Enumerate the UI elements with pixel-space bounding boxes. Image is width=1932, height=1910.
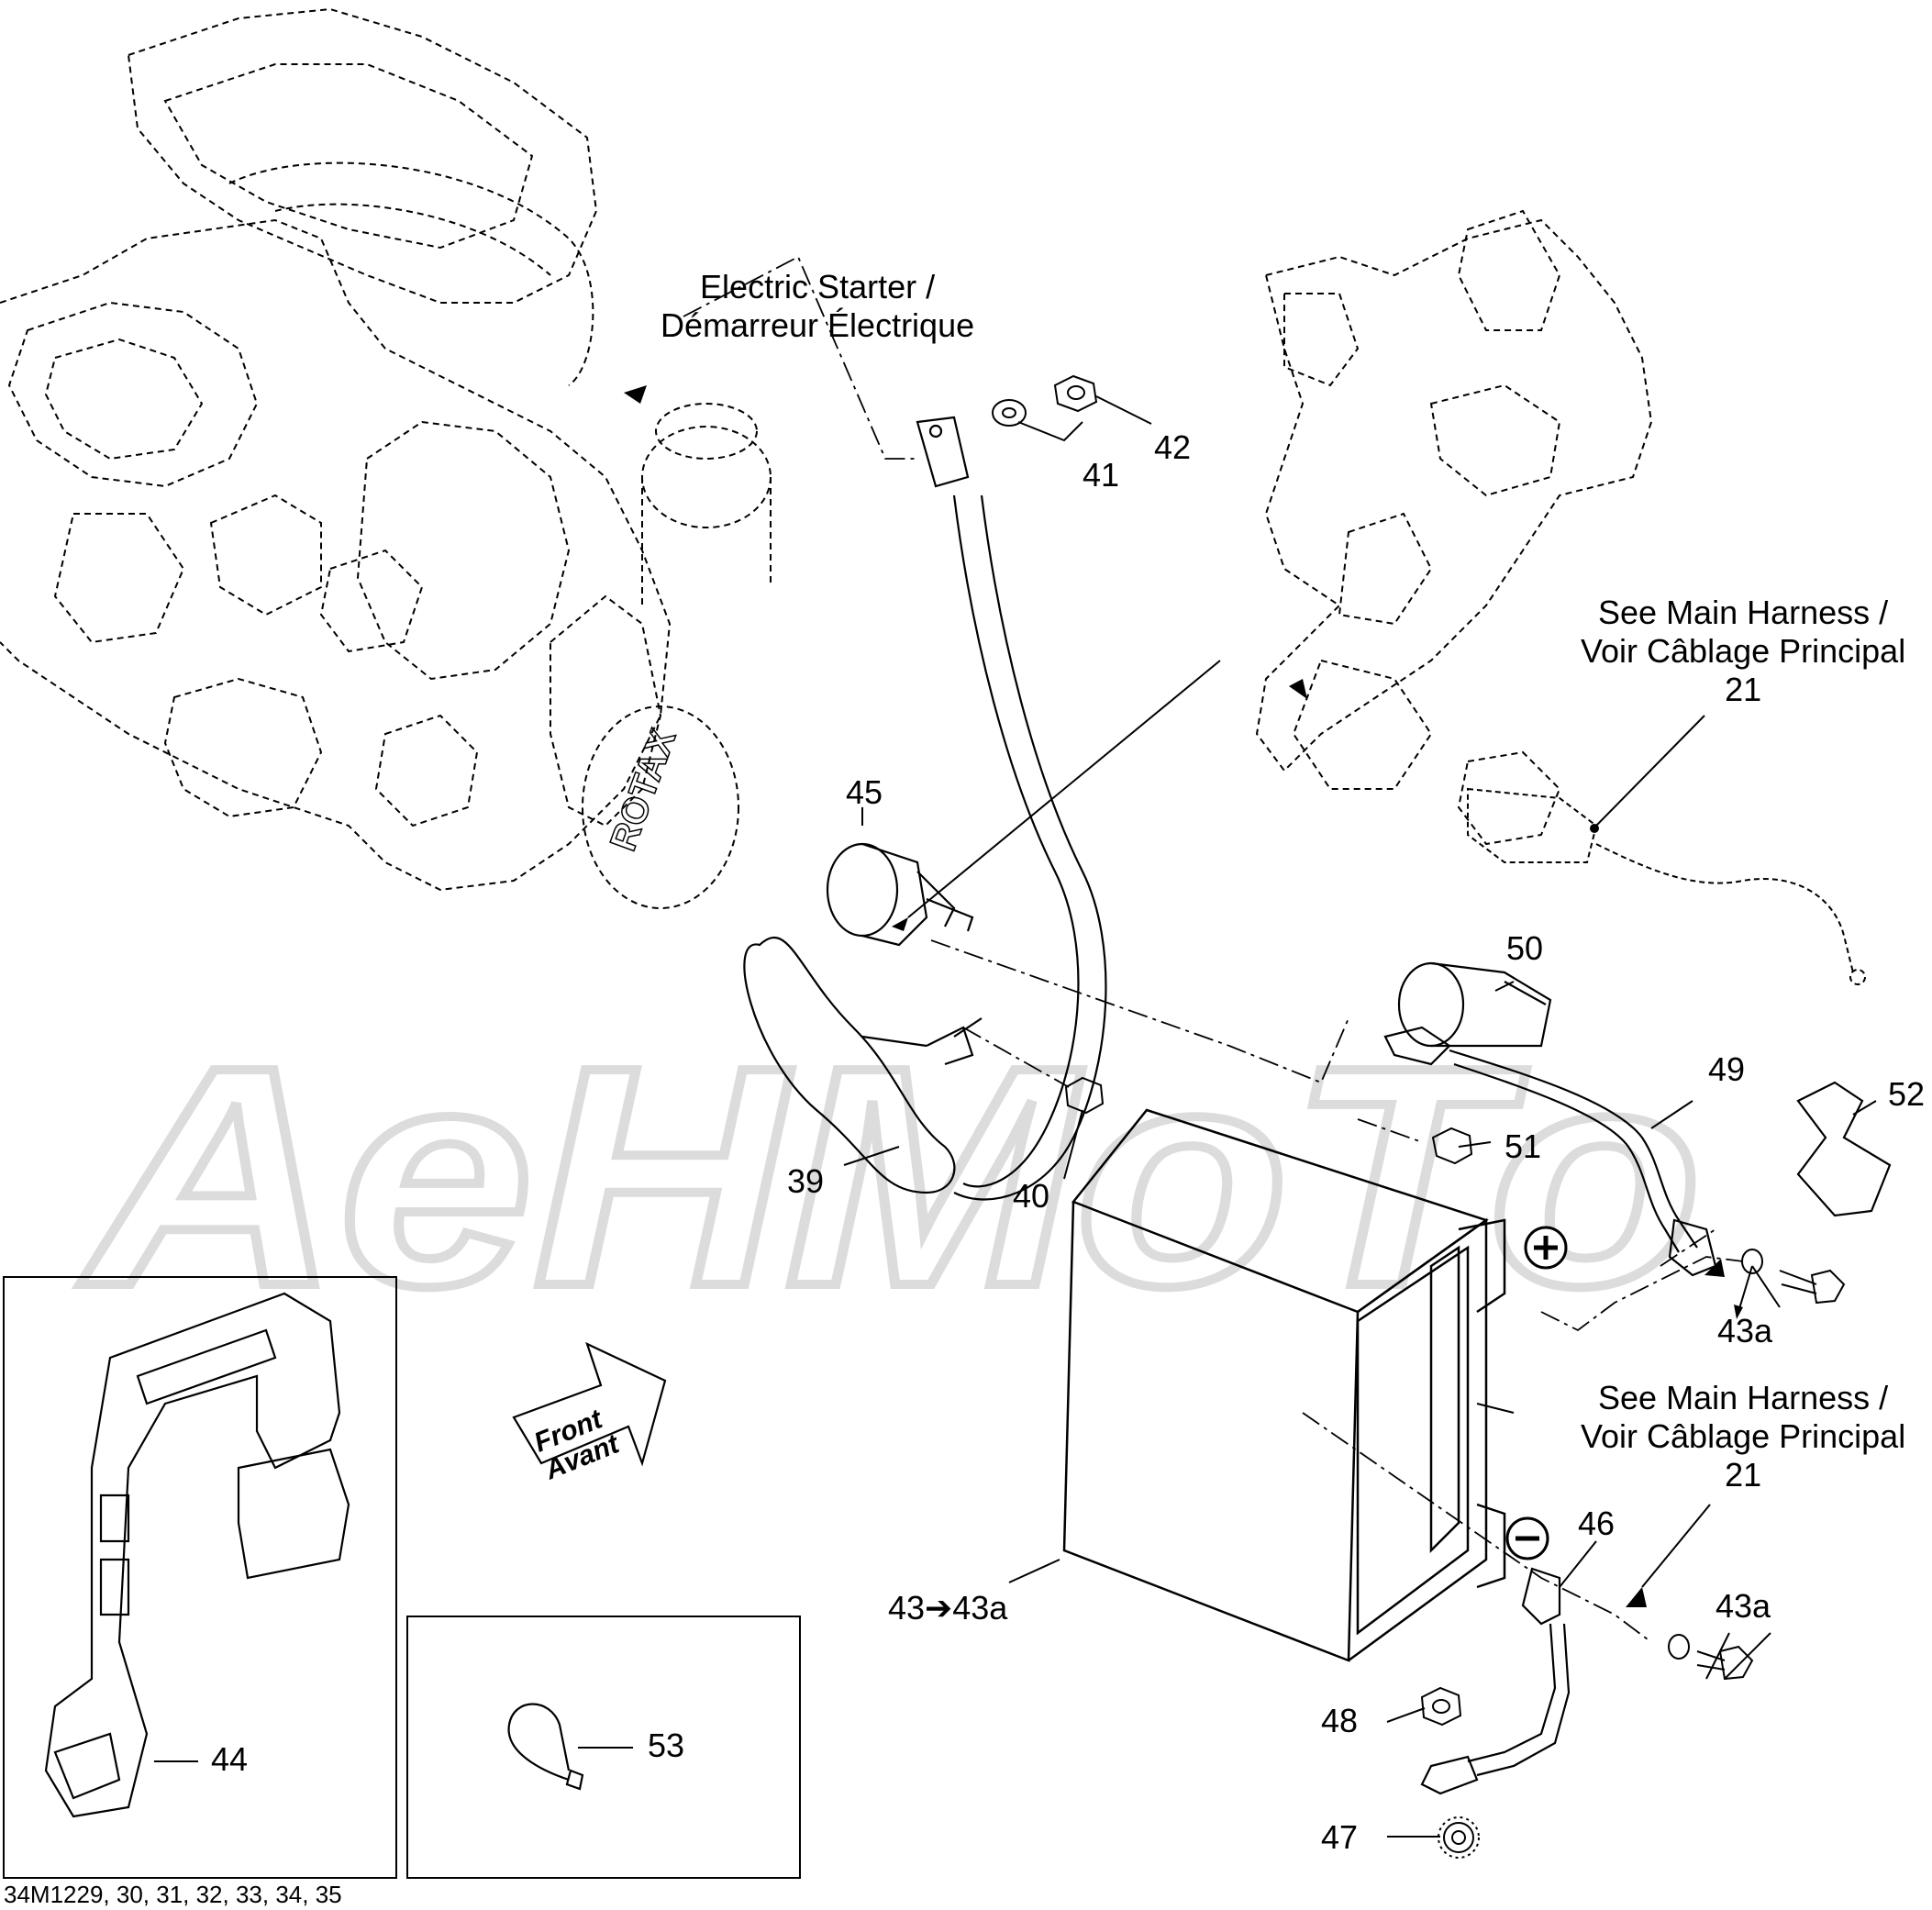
callout-41: 41 <box>1083 456 1120 494</box>
main-harness-note-bottom-line1: See Main Harness / <box>1598 1379 1889 1416</box>
cable-39 <box>743 937 983 1194</box>
callout-51: 51 <box>1505 1127 1542 1165</box>
callout-49: 49 <box>1708 1050 1746 1088</box>
callout-47: 47 <box>1321 1818 1359 1856</box>
strap-inset-frame <box>3 1276 397 1879</box>
watermark: AeHMoTo <box>72 998 1706 1356</box>
negative-terminal-symbol <box>1505 1516 1549 1560</box>
drawing-reference: 34M1229, 30, 31, 32, 33, 34, 35 <box>4 1881 342 1908</box>
harness-top-dot <box>1590 824 1599 833</box>
callout-43a-bottom: 43a <box>1715 1587 1771 1625</box>
main-harness-note-bottom-ref: 21 <box>1725 1456 1762 1494</box>
callout-40: 40 <box>1013 1177 1050 1215</box>
washer-41 <box>992 399 1027 427</box>
clamp-inset-frame <box>406 1616 801 1879</box>
washer-screw-43a-top <box>1741 1249 1846 1305</box>
main-harness-note-top-line1: See Main Harness / <box>1598 594 1889 631</box>
nut-40 <box>1064 1076 1105 1115</box>
main-harness-connector-top <box>1467 787 1866 985</box>
boot-52 <box>1796 1081 1892 1217</box>
electric-starter-note: Electric Starter / Démarreur Électrique <box>661 268 974 345</box>
battery-support-bracket <box>1255 209 1653 846</box>
battery-strap-44 <box>44 1292 350 1818</box>
electric-starter-note-line2: Démarreur Électrique <box>661 306 975 344</box>
positive-terminal-symbol <box>1524 1226 1568 1270</box>
battery-43 <box>1062 1108 1506 1662</box>
svg-text:ROTAX: ROTAX <box>603 724 683 856</box>
starter-cable <box>916 416 1107 1201</box>
callout-52: 52 <box>1888 1075 1926 1113</box>
callout-45: 45 <box>846 773 883 811</box>
callout-42: 42 <box>1154 428 1192 466</box>
callout-39: 39 <box>787 1162 825 1200</box>
alignment-lines <box>683 255 1744 1643</box>
callout-44: 44 <box>211 1740 249 1778</box>
callout-46: 46 <box>1578 1505 1616 1542</box>
electric-starter-note-line1: Electric Starter / <box>700 268 936 305</box>
arrowheads <box>624 385 1743 1607</box>
cable-46 <box>1420 1567 1571 1795</box>
washer-screw-43a-bottom <box>1668 1634 1754 1681</box>
callout-48: 48 <box>1321 1702 1359 1739</box>
main-harness-note-top-line2: Voir Câblage Principal <box>1581 632 1906 670</box>
boot-50 <box>1397 961 1552 1048</box>
main-harness-note-bottom-line2: Voir Câblage Principal <box>1581 1417 1906 1455</box>
star-washer-47 <box>1438 1816 1480 1859</box>
cable-49 <box>1383 1026 1717 1277</box>
callout-53: 53 <box>648 1727 685 1764</box>
nut-48 <box>1420 1686 1462 1727</box>
engine-brand-mark: ROTAX <box>602 723 684 857</box>
callout-43: 43➔43a <box>888 1589 1008 1627</box>
main-harness-note-top: See Main Harness / Voir Câblage Principa… <box>1581 594 1905 709</box>
main-harness-note-top-ref: 21 <box>1725 671 1762 708</box>
main-harness-note-bottom: See Main Harness / Voir Câblage Principa… <box>1581 1379 1905 1494</box>
clamp-53 <box>507 1703 584 1791</box>
watermark-text: AeHMoTo <box>76 1003 1702 1351</box>
nut-42 <box>1053 374 1098 413</box>
leader-lines <box>154 395 1877 1838</box>
solenoid-45 <box>826 842 974 947</box>
callout-50: 50 <box>1506 929 1544 967</box>
callout-43a-top: 43a <box>1717 1312 1773 1349</box>
engine-assembly <box>0 7 772 909</box>
nut-51 <box>1431 1127 1473 1165</box>
front-arrow <box>512 1341 667 1467</box>
